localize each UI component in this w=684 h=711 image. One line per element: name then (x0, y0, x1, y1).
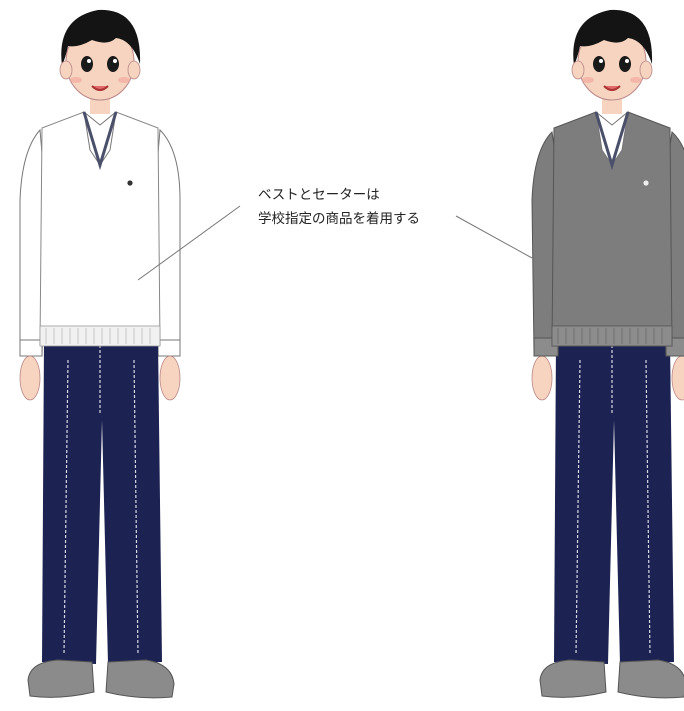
callout-line-1: ベストとセーターは (258, 187, 380, 203)
student-in-sweater (531, 8, 684, 699)
student-in-vest (19, 8, 181, 699)
callout-line-2: 学校指定の商品を着用する (258, 211, 420, 227)
leader-line-left (137, 205, 241, 281)
leader-line-right (455, 215, 533, 259)
callout-text: ベストとセーターは 学校指定の商品を着用する (258, 183, 420, 231)
